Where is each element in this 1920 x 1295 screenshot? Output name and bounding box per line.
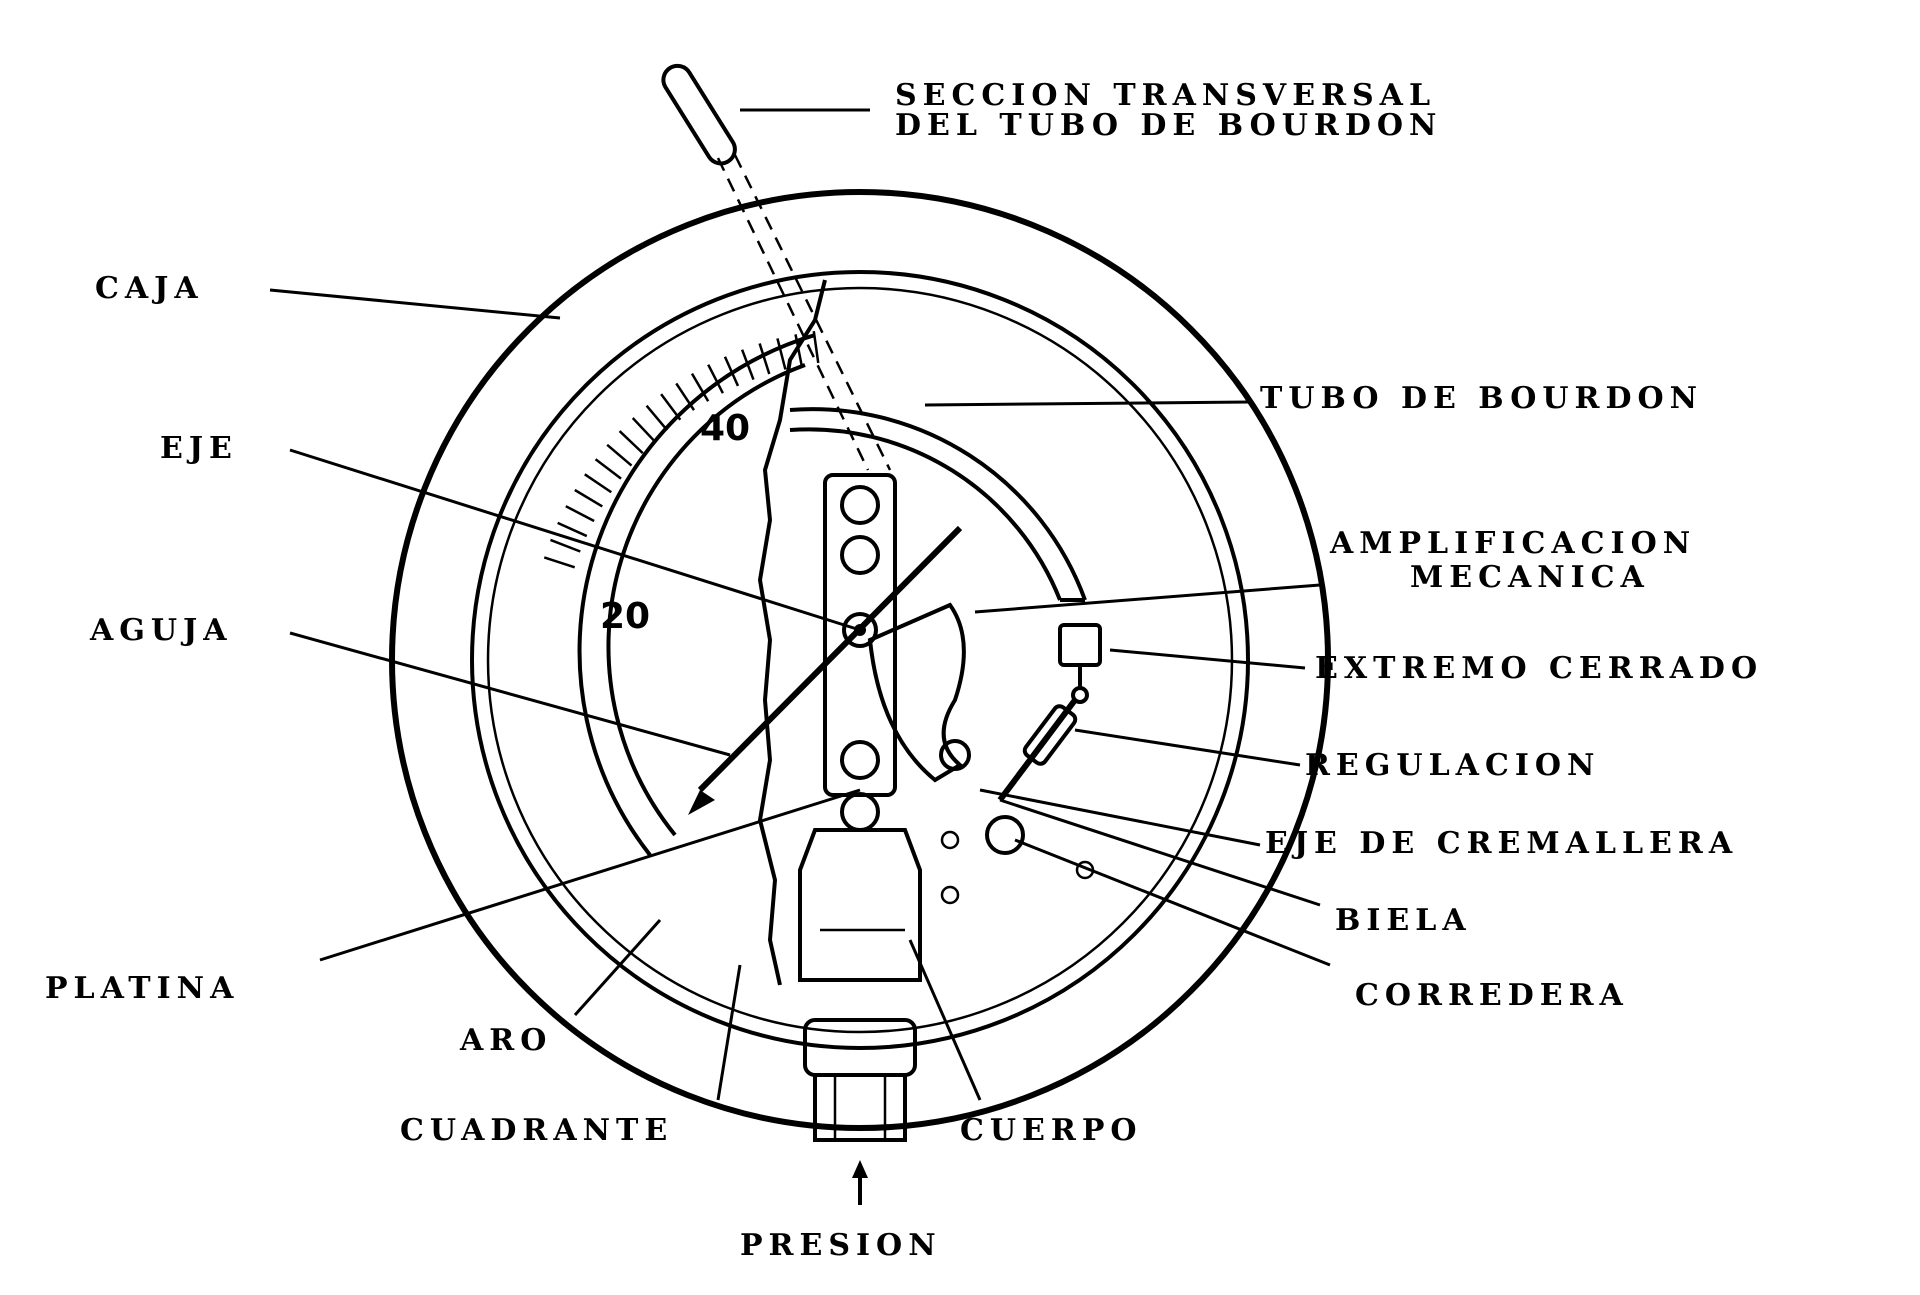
case-outer-ring — [389, 189, 1331, 1131]
ring-aro — [470, 270, 1250, 1050]
scale-number-20: 20 — [600, 596, 650, 637]
bourdon-tube — [789, 407, 1087, 602]
label-caja: CAJA — [95, 271, 204, 306]
pointer-needle — [688, 525, 963, 815]
scale-tick — [557, 521, 588, 538]
label-amplificacion-line2: MECANICA — [1410, 560, 1650, 595]
scale-tick — [618, 430, 644, 455]
label-eje: EJE — [160, 431, 238, 466]
label-amplificacion-line1: AMPLIFICACION — [1329, 526, 1696, 561]
scale-number-40: 40 — [700, 408, 750, 449]
label-tubo-bourdon: TUBO DE BOURDON — [1260, 381, 1703, 416]
scale-tick — [645, 404, 669, 431]
scale-tick — [675, 382, 696, 411]
label-extremo-cerrado: EXTREMO CERRADO — [1315, 651, 1763, 686]
socket-body — [798, 473, 922, 1142]
scale-tick — [794, 334, 803, 366]
scale-tick — [707, 364, 724, 394]
closed-end-block — [1058, 623, 1102, 667]
label-aguja: AGUJA — [89, 613, 233, 648]
scale-tick — [812, 331, 820, 364]
label-corredera: CORREDERA — [1355, 978, 1629, 1013]
scale-tick — [574, 488, 603, 508]
label-seccion-line2: DEL TUBO DE BOURDON — [895, 108, 1442, 143]
leader-lines — [269, 108, 1331, 1101]
scale-tick — [758, 343, 771, 375]
label-platina: PLATINA — [45, 971, 239, 1006]
label-biela: BIELA — [1335, 903, 1472, 938]
scale-tick — [594, 458, 622, 480]
adjustment-link — [997, 698, 1078, 802]
scale-tick — [690, 373, 710, 402]
scale-tick — [584, 473, 612, 494]
pressure-arrow — [852, 1160, 868, 1205]
sector-gear — [867, 602, 966, 783]
scale-tick — [543, 556, 576, 569]
scale-tick — [776, 338, 787, 370]
tube-cross-section — [661, 63, 892, 471]
label-aro: ARO — [459, 1023, 552, 1058]
label-eje-cremallera: EJE DE CREMALLERA — [1265, 826, 1738, 861]
dial-scale-band — [543, 331, 820, 857]
label-cuadrante: CUADRANTE — [400, 1113, 673, 1148]
scale-tick — [606, 443, 633, 467]
scale-tick — [565, 505, 595, 523]
label-cuerpo: CUERPO — [960, 1113, 1143, 1148]
scale-tick — [631, 417, 656, 443]
label-seccion-line1: SECCION TRANSVERSAL — [895, 78, 1436, 113]
scale-tick — [723, 356, 740, 387]
scale-tick — [740, 349, 755, 380]
scale-tick — [550, 538, 581, 553]
scale-tick — [660, 393, 682, 421]
cutaway-edge — [757, 279, 827, 986]
label-regulacion: REGULACION — [1305, 748, 1600, 783]
dial-plate — [486, 286, 1234, 1034]
label-presion: PRESION — [740, 1228, 942, 1263]
